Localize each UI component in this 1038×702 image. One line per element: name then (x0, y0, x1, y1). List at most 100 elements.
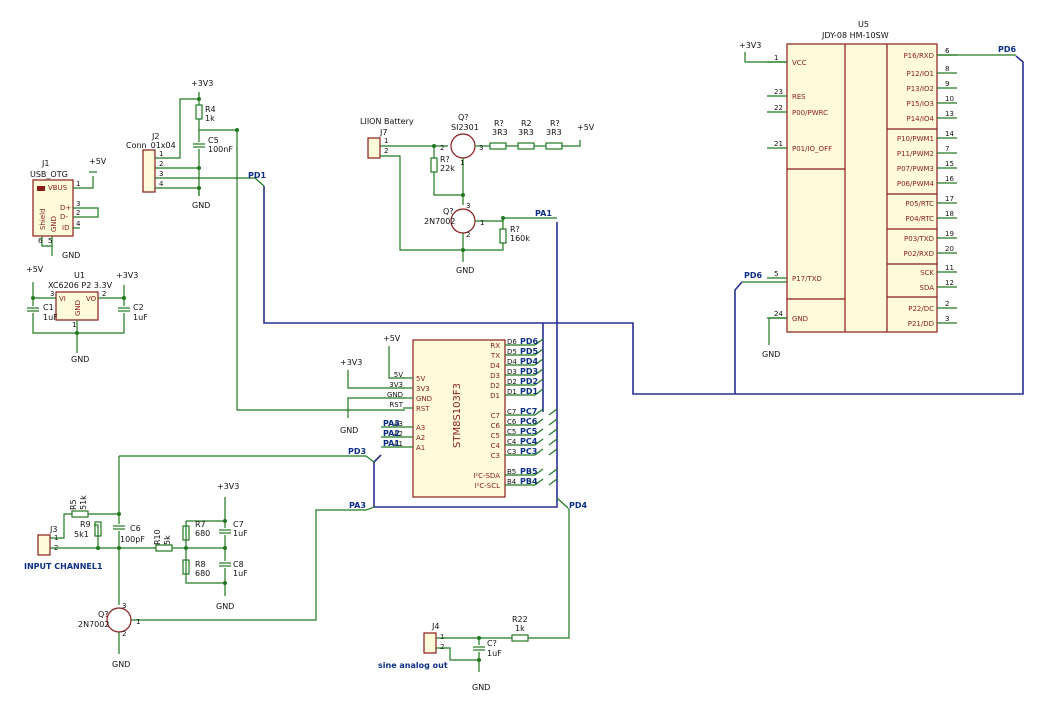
u5-left-pin-label: VCC (792, 59, 807, 67)
svg-text:SI2301: SI2301 (451, 123, 479, 132)
j1-pin-shield: Shield (39, 208, 47, 230)
u2-right-pin-num: D6 (507, 338, 517, 346)
svg-text:R8: R8 (195, 560, 206, 569)
j1-value: USB_OTG (30, 170, 68, 179)
svg-text:R?: R? (494, 119, 504, 128)
svg-text:3: 3 (479, 144, 483, 152)
svg-text:R?: R? (440, 155, 450, 164)
u2-net-label: PD4 (520, 357, 539, 366)
u5-right-pin-label: P10/PWM1 (897, 135, 934, 143)
svg-text:C2: C2 (133, 303, 144, 312)
u2-right-pin-label: C7 (491, 412, 500, 420)
j1-pin-dp: D+ (60, 204, 71, 212)
svg-text:1k: 1k (205, 114, 215, 123)
svg-text:J3: J3 (49, 525, 57, 534)
u2-left-pin-num: 5V (394, 371, 403, 379)
u2-net-label: PB4 (520, 477, 538, 486)
svg-text:GND: GND (112, 660, 130, 669)
svg-text:5k1: 5k1 (74, 530, 89, 539)
u2-net-label: PC4 (520, 437, 538, 446)
u2-net-label: PA2 (383, 429, 400, 438)
u5-right-pin-label: P02/RXD (903, 250, 934, 258)
svg-text:+3V3: +3V3 (217, 482, 239, 491)
svg-text:J7: J7 (379, 128, 387, 137)
u2-net-label: PD3 (520, 367, 538, 376)
j1-pin-dm: D- (60, 213, 68, 221)
u2-right-pin-label: D4 (490, 362, 500, 370)
u2-right-pin-num: C3 (507, 448, 516, 456)
svg-text:3: 3 (159, 170, 163, 178)
svg-text:1: 1 (440, 633, 444, 641)
svg-text:1uF: 1uF (43, 313, 58, 322)
svg-text:1: 1 (72, 321, 76, 329)
u2-right-pin-label: C3 (491, 452, 500, 460)
svg-text:LIION Battery: LIION Battery (360, 117, 414, 126)
u2-right-pin-label: RX (490, 342, 500, 350)
u5-left-pin-num: 22 (774, 104, 783, 112)
u5-right-pin-label: P16/RXD (903, 52, 934, 60)
u2-left-pin-label: 3V3 (416, 385, 430, 393)
u2-left-pin-label: RST (416, 405, 430, 413)
svg-text:U5: U5 (858, 20, 869, 29)
svg-text:R2: R2 (521, 119, 532, 128)
svg-text:+3V3: +3V3 (739, 41, 761, 50)
svg-text:PD3: PD3 (348, 447, 366, 456)
svg-text:1uF: 1uF (487, 649, 502, 658)
svg-text:6: 6 (38, 237, 43, 245)
svg-text:PD4: PD4 (569, 501, 588, 510)
svg-text:1uF: 1uF (233, 529, 248, 538)
svg-text:2: 2 (440, 643, 444, 651)
svg-text:5k: 5k (163, 535, 172, 545)
u5-right-pin-label: P04/RTC (905, 215, 934, 223)
u5-right-pin-num: 19 (945, 230, 954, 238)
svg-text:Q?: Q? (98, 610, 109, 619)
svg-text:JDY-08 HM-10SW: JDY-08 HM-10SW (821, 31, 889, 40)
svg-text:C?: C? (487, 639, 497, 648)
svg-text:PD1: PD1 (248, 171, 267, 180)
svg-text:+3V3: +3V3 (340, 358, 362, 367)
u5-right-pin-label: P03/TXD (904, 235, 934, 243)
svg-text:R10: R10 (153, 529, 162, 545)
svg-text:1uF: 1uF (133, 313, 148, 322)
j1-ref: J1 (41, 159, 49, 168)
u2-right-pin-num: D3 (507, 368, 517, 376)
svg-text:5: 5 (48, 237, 52, 245)
u1-value: XC6206 P2 3.3V (48, 281, 113, 290)
u2-net-label: PD1 (520, 387, 539, 396)
u2-right-pin-num: D1 (507, 388, 517, 396)
u2-left-pin-num: A3 (394, 420, 403, 428)
u5-right-pin-num: 7 (945, 145, 949, 153)
svg-text:VI: VI (59, 295, 66, 303)
u5-left-pin-label: RES (792, 93, 806, 101)
svg-text:51k: 51k (79, 495, 88, 510)
svg-text:R22: R22 (512, 615, 528, 624)
u5-right-pin-label: P15/IO3 (906, 100, 934, 108)
u2-right-pin-label: D3 (490, 372, 500, 380)
svg-text:GND: GND (472, 683, 490, 692)
svg-text:3R3: 3R3 (492, 128, 508, 137)
u5-right-pin-num: 14 (945, 130, 954, 138)
u5-right-pin-label: P14/IO4 (906, 115, 934, 123)
svg-text:1: 1 (159, 150, 163, 158)
svg-text:GND: GND (216, 602, 234, 611)
u2-right-pin-label: I²C-SCL (474, 482, 500, 490)
u5-right-pin-num: 3 (945, 315, 949, 323)
svg-text:GND: GND (71, 355, 89, 364)
svg-text:100nF: 100nF (208, 145, 233, 154)
u5-left-pin-num: 1 (774, 54, 778, 62)
svg-text:J2: J2 (151, 132, 159, 141)
svg-text:GND: GND (192, 201, 210, 210)
svg-text:sine analog out: sine analog out (378, 661, 448, 670)
svg-text:R?: R? (510, 225, 520, 234)
svg-text:2N7002: 2N7002 (424, 217, 455, 226)
u5-left-pin-label: P00/PWRC (792, 109, 828, 117)
svg-text:PA1: PA1 (535, 209, 552, 218)
svg-text:1: 1 (136, 618, 140, 626)
svg-text:2: 2 (384, 147, 388, 155)
bus-lines (263, 55, 1024, 508)
svg-text:C1: C1 (43, 303, 54, 312)
svg-text:GND: GND (762, 350, 780, 359)
